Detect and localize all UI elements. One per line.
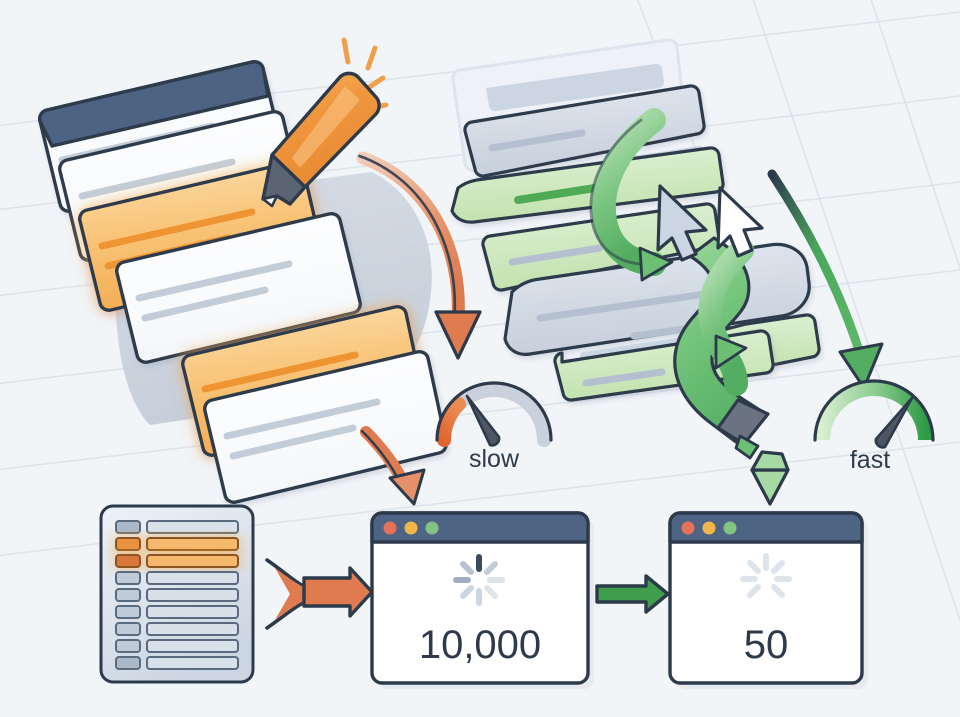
document-rows: [115, 520, 239, 670]
window-dot-close[interactable]: [681, 521, 695, 535]
fast-gauge-label: fast: [850, 446, 890, 474]
green-down-arrow-right: [750, 450, 790, 506]
window-number-fast: 50: [744, 623, 789, 667]
loading-spinner-icon: [453, 554, 505, 606]
orange-flow-arrow: [265, 558, 374, 630]
window-dot-minimize[interactable]: [404, 521, 418, 535]
fast-row-white-3: [580, 336, 694, 360]
window-dot-maximize[interactable]: [723, 521, 737, 535]
green-flow-arrow: [595, 574, 670, 614]
mouse-cursor-icon-2: [716, 186, 764, 258]
loading-spinner-icon: [740, 553, 792, 598]
green-swirl-arrow-lower: [698, 238, 754, 396]
slow-card-4: [115, 211, 362, 364]
window-dot-minimize[interactable]: [702, 521, 716, 535]
green-long-arrow: [767, 169, 884, 390]
window-dot-maximize[interactable]: [425, 521, 439, 535]
window-dot-close[interactable]: [383, 521, 397, 535]
fast-card-slate-top: [463, 84, 706, 178]
orange-curve-arrow: [356, 151, 482, 360]
orange-down-arrow-left: [360, 426, 426, 506]
browser-window-slow[interactable]: 10,000: [370, 511, 594, 689]
slow-gauge-label: slow: [469, 445, 520, 473]
slow-card-stack: [38, 59, 362, 364]
fast-gauge: fast: [813, 379, 935, 474]
slow-gauge: slow: [435, 381, 553, 473]
document-list-icon[interactable]: [99, 504, 255, 684]
mouse-cursor-icon-1: [656, 184, 708, 262]
green-swirl-arrow-upper: [589, 108, 674, 282]
browser-window-fast[interactable]: 50: [668, 511, 868, 689]
orange-highlighter: [261, 37, 389, 208]
window-number-slow: 10,000: [419, 623, 541, 667]
